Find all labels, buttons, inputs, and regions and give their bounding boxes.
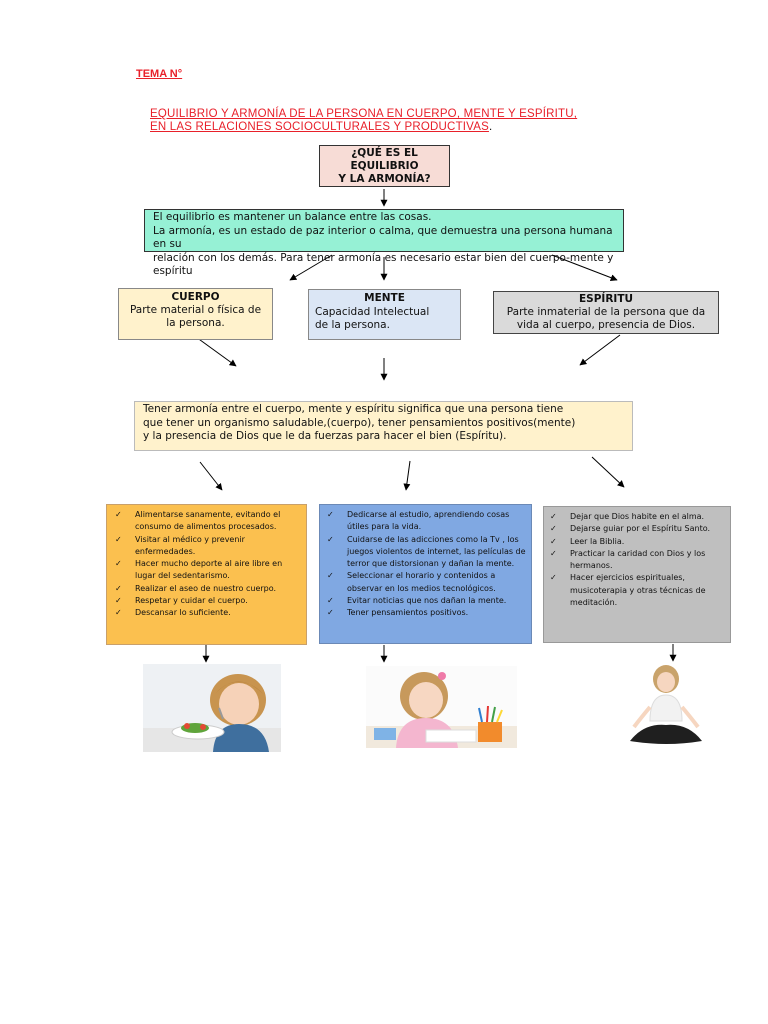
question-line-1: ¿QUÉ ES EL [351,147,418,159]
arrow-armonia-to-list-espiritu [591,456,625,488]
cuerpo-heading: CUERPO [171,291,220,303]
list-item: ✓Tener pensamientos positivos. [323,607,528,619]
arrow-armonia-to-list-cuerpo [199,461,223,491]
photo-espiritu [584,663,719,747]
check-icon: ✓ [550,573,557,583]
mente-line-1: Capacidad Intelectual [315,305,430,318]
espiritu-box: ESPÍRITU Parte inmaterial de la persona … [493,291,719,334]
arrow-espiritu-to-armonia [579,334,621,366]
check-icon: ✓ [327,571,334,581]
list-item: ✓Dejarse guiar por el Espíritu Santo. [546,523,727,535]
check-icon: ✓ [327,608,334,618]
tema-heading: TEMA N° [136,68,183,80]
check-icon: ✓ [327,534,334,544]
check-icon: ✓ [550,512,557,521]
check-icon: ✓ [115,596,122,606]
title-line-2: EN LAS RELACIONES SOCIOCULTURALES Y PROD… [150,121,489,133]
list-item: ✓Realizar el aseo de nuestro cuerpo. [111,583,303,595]
check-icon: ✓ [327,510,334,519]
definition-line-1: El equilibrio es mantener un balance ent… [153,211,432,223]
list-item: ✓Evitar noticias que nos dañan la mente. [323,595,528,607]
list-item: ✓Seleccionar el horario y contenidos a o… [327,571,496,593]
question-line-3: Y LA ARMONÍA? [338,173,431,185]
definition-line-2: La armonía, es un estado de paz interior… [153,224,613,251]
check-icon: ✓ [550,548,557,558]
list-item: ✓Practicar la caridad con Dios y los her… [550,548,706,571]
check-icon: ✓ [550,524,557,534]
list-item: ✓ Leer la Biblia. [546,536,727,548]
cuerpo-line-1: Parte material o física de [129,304,262,316]
list-item: ✓Hacer mucho deporte al aire libre en lu… [115,559,283,581]
list-mente: ✓Dedicarse al estudio, aprendiendo cosas… [319,504,532,644]
list-cuerpo: ✓Alimentarse sanamente, evitando el cons… [106,504,307,645]
cuerpo-box: CUERPO Parte material o física de la per… [118,288,273,340]
check-icon: ✓ [550,536,557,546]
check-icon: ✓ [115,510,122,519]
title-line-1: EQUILIBRIO Y ARMONÍA DE LA PERSONA EN CU… [150,108,578,120]
girl-meditating-image [584,663,719,747]
girl-drawing-image [366,666,517,748]
check-icon: ✓ [115,583,122,593]
list-item: ✓Alimentarse sanamente, evitando el cons… [115,510,281,532]
check-icon: ✓ [115,534,122,544]
arrow-def-to-cuerpo [289,254,333,281]
definition-line-3: relación con los demás. Para tener armon… [153,251,614,278]
armonia-line-3: y la presencia de Dios que le da fuerzas… [143,430,507,442]
list-item: ✓Dedicarse al estudio, aprendiendo cosas… [327,510,510,532]
check-icon: ✓ [115,608,122,618]
question-line-2: EQUILIBRIO [350,160,419,172]
list-item: ✓Visitar al médico y prevenir enfermedad… [115,534,245,556]
title-period: . [488,121,493,133]
armonia-line-2: que tener un organismo saludable,(cuerpo… [143,416,576,429]
list-item: ✓Descansar lo suficiente. [111,607,303,619]
espiritu-heading: ESPÍRITU [578,293,634,305]
list-item: ✓Cuidarse de las adicciones como la Tv ,… [327,534,526,569]
espiritu-line-2: vida al cuerpo, presencia de Dios. [516,319,696,331]
check-icon: ✓ [115,559,122,569]
photo-mente [366,666,517,748]
question-box: ¿QUÉ ES EL EQUILIBRIO Y LA ARMONÍA? [319,145,450,187]
girl-eating-salad-image [143,664,281,752]
espiritu-line-1: Parte inmaterial de la persona que da [506,306,706,318]
armonia-line-1: Tener armonía entre el cuerpo, mente y e… [143,403,564,415]
definition-box: El equilibrio es mantener un balance ent… [144,209,624,277]
arrow-def-to-espiritu [551,254,618,282]
photo-cuerpo [143,664,281,752]
list-item: ✓ Respetar y cuidar el cuerpo. [111,595,303,607]
main-title: EQUILIBRIO Y ARMONÍA DE LA PERSONA EN CU… [150,108,670,134]
arrow-armonia-to-list-mente [403,460,411,491]
mente-box: MENTE Capacidad Intelectual de la person… [308,289,461,340]
check-icon: ✓ [327,596,334,606]
list-item: ✓Hacer ejercicios espirituales, musicote… [550,573,706,608]
mente-line-2: de la persona. [315,319,390,331]
arrow-cuerpo-to-armonia [195,336,237,367]
list-espiritu: ✓Dejar que Dios habite en el alma. ✓Deja… [543,506,731,643]
armonia-box: Tener armonía entre el cuerpo, mente y e… [134,401,633,451]
mente-heading: MENTE [364,292,405,304]
list-item: ✓Dejar que Dios habite en el alma. [546,511,727,523]
cuerpo-line-2: la persona. [166,317,225,329]
